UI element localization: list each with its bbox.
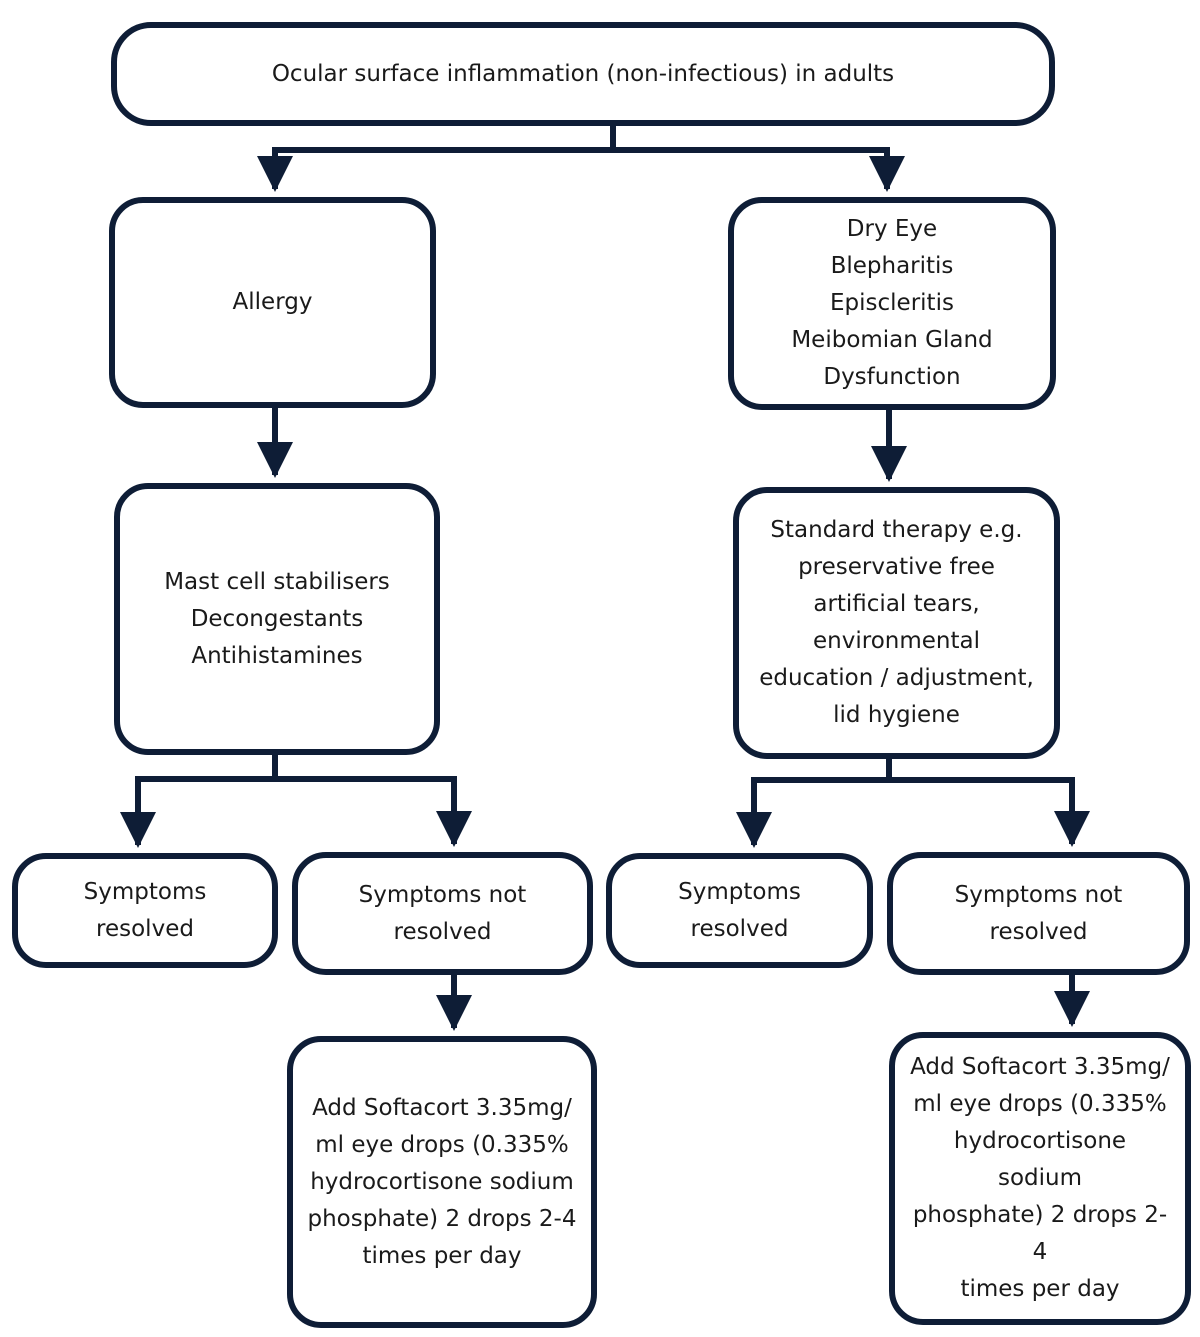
allergy-node-label: Allergy: [232, 289, 313, 315]
mast-cell-treatment-node: Mast cell stabilisers Decongestants Anti…: [114, 483, 440, 755]
standard-therapy-label: Standard therapy e.g. preservative free …: [759, 517, 1034, 728]
allergy-node: Allergy: [109, 197, 436, 408]
left-softacort-label: Add Softacort 3.35mg/ ml eye drops (0.33…: [307, 1094, 577, 1269]
left-symptoms-not-resolved-node: Symptoms not resolved: [292, 852, 593, 975]
left-symptoms-resolved-label: Symptoms resolved: [83, 878, 207, 942]
root-node: Ocular surface inflammation (non-infecti…: [111, 22, 1055, 126]
right-symptoms-resolved-node: Symptoms resolved: [606, 853, 873, 968]
dry-eye-node: Dry Eye Blepharitis Episcleritis Meibomi…: [728, 197, 1056, 410]
root-node-label: Ocular surface inflammation (non-infecti…: [271, 60, 895, 87]
right-symptoms-resolved-label: Symptoms resolved: [678, 878, 801, 942]
right-symptoms-not-resolved-label: Symptoms not resolved: [954, 881, 1123, 945]
left-symptoms-resolved-node: Symptoms resolved: [12, 853, 278, 968]
left-symptoms-not-resolved-label: Symptoms not resolved: [358, 881, 527, 945]
right-softacort-node: Add Softacort 3.35mg/ ml eye drops (0.33…: [889, 1032, 1191, 1325]
mast-cell-treatment-label: Mast cell stabilisers Decongestants Anti…: [164, 568, 390, 669]
right-symptoms-not-resolved-node: Symptoms not resolved: [887, 852, 1190, 975]
left-softacort-node: Add Softacort 3.35mg/ ml eye drops (0.33…: [287, 1036, 597, 1328]
dry-eye-node-label: Dry Eye Blepharitis Episcleritis Meibomi…: [791, 216, 993, 390]
right-softacort-label: Add Softacort 3.35mg/ ml eye drops (0.33…: [910, 1054, 1170, 1302]
standard-therapy-node: Standard therapy e.g. preservative free …: [733, 487, 1060, 759]
